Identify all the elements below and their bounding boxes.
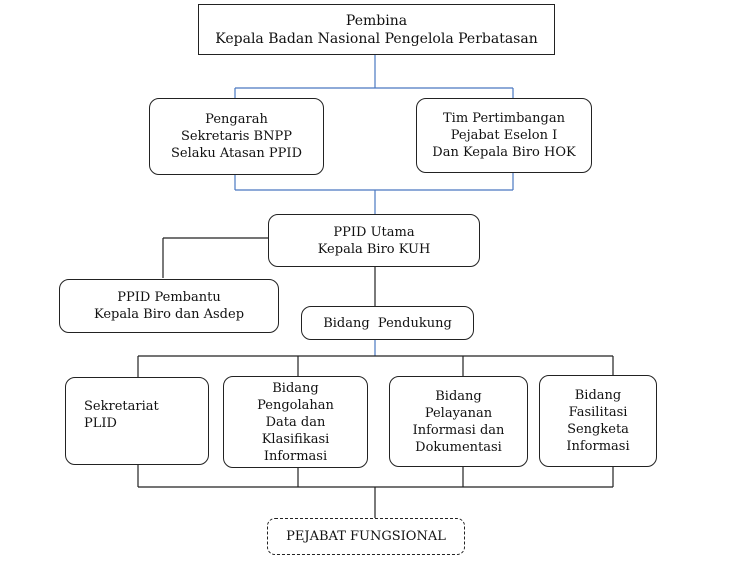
tim-pertimbangan-line3: Dan Kepala Biro HOK [432,145,576,160]
pembina-box: Pembina Kepala Badan Nasional Pengelola … [198,4,555,55]
tim-pertimbangan-box: Tim Pertimbangan Pejabat Eselon I Dan Ke… [416,98,592,173]
pengarah-title: Pengarah [205,112,268,127]
bidang-pengolahan-line5: Informasi [263,448,328,464]
ppid-pembantu-title: PPID Pembantu [117,290,221,305]
bidang-fasilitasi-line4: Informasi [566,439,630,454]
tim-pertimbangan-title: Tim Pertimbangan [443,111,565,126]
pengarah-line2: Sekretaris BNPP [181,129,292,144]
pembina-name: Kepala Badan Nasional Pengelola Perbatas… [215,30,538,47]
pejabat-fungsional-box: PEJABAT FUNGSIONAL [267,518,465,555]
pengarah-box: Pengarah Sekretaris BNPP Selaku Atasan P… [149,98,324,175]
pejabat-fungsional-label: PEJABAT FUNGSIONAL [286,529,446,544]
sekretariat-box: Sekretariat PLID [65,377,209,465]
ppid-utama-title: PPID Utama [333,224,415,240]
bidang-pendukung-box: Bidang Pendukung [301,306,474,340]
tim-pertimbangan-line2: Pejabat Eselon I [450,128,558,143]
bidang-pelayanan-line1: Bidang [435,388,482,404]
bidang-pelayanan-line2: Pelayanan [424,405,493,421]
bidang-pengolahan-box: Bidang Pengolahan Data dan Klasifikasi I… [223,376,368,468]
bidang-fasilitasi-line1: Bidang [574,388,622,403]
bidang-pelayanan-box: Bidang Pelayanan Informasi dan Dokumenta… [389,376,528,467]
pengarah-line3: Selaku Atasan PPID [170,146,302,161]
bidang-pelayanan-line3: Informasi dan [412,422,505,438]
bidang-fasilitasi-line2: Fasilitasi [568,405,628,420]
bidang-pengolahan-line4: Klasifikasi [261,431,330,447]
sekretariat-line2: PLID [84,416,117,431]
ppid-utama-line2: Kepala Biro KUH [317,241,431,257]
ppid-utama-box: PPID Utama Kepala Biro KUH [268,214,480,267]
ppid-pembantu-line2: Kepala Biro dan Asdep [93,307,245,322]
bidang-pendukung-label: Bidang Pendukung [323,315,452,331]
bidang-pengolahan-line1: Bidang [272,380,319,396]
bidang-pengolahan-line2: Pengolahan [257,397,334,413]
ppid-pembantu-box: PPID Pembantu Kepala Biro dan Asdep [59,279,279,333]
bidang-pengolahan-line3: Data dan [265,414,326,430]
bidang-fasilitasi-box: Bidang Fasilitasi Sengketa Informasi [539,375,657,467]
bidang-pelayanan-line4: Dokumentasi [415,439,502,455]
sekretariat-line1: Sekretariat [84,399,159,414]
bidang-fasilitasi-line3: Sengketa [567,422,629,437]
pembina-title: Pembina [345,12,408,29]
